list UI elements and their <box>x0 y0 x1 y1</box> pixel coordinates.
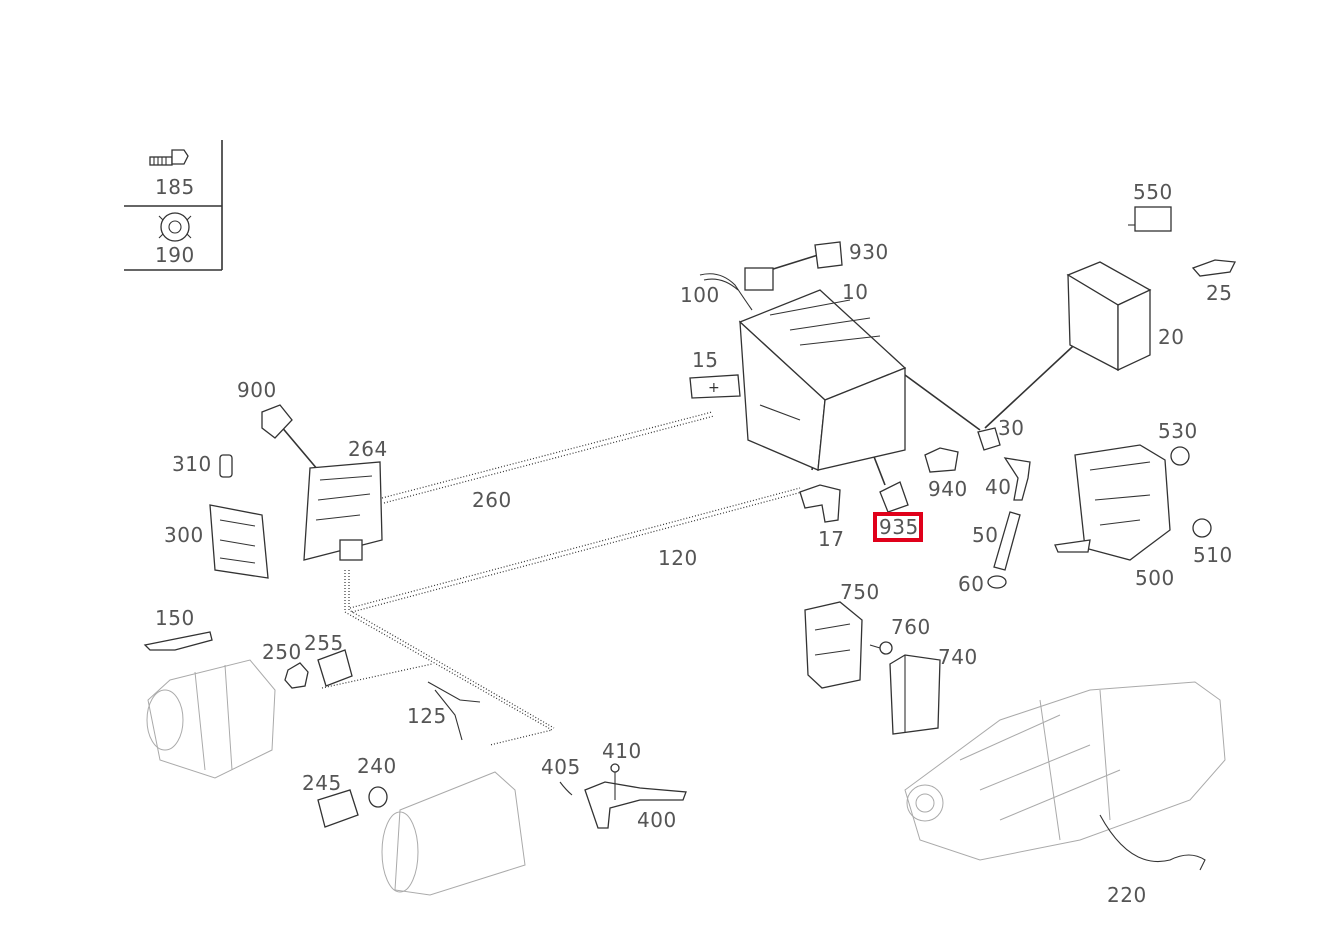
cover-17 <box>799 484 841 523</box>
part-label-15[interactable]: 15 <box>692 348 719 372</box>
nut-530 <box>1170 446 1190 466</box>
part-label-405[interactable]: 405 <box>541 755 581 779</box>
battery-drawing <box>738 289 907 471</box>
part-label-510[interactable]: 510 <box>1193 543 1233 567</box>
part-label-250[interactable]: 250 <box>262 640 302 664</box>
part-label-740[interactable]: 740 <box>938 645 978 669</box>
clip-25 <box>1191 259 1237 277</box>
hose-50 <box>993 511 1021 571</box>
part-label-240[interactable]: 240 <box>357 754 397 778</box>
part-label-300[interactable]: 300 <box>164 523 204 547</box>
part-label-550[interactable]: 550 <box>1133 180 1173 204</box>
svg-text:+: + <box>708 380 720 396</box>
part-label-310[interactable]: 310 <box>172 452 212 476</box>
plug-900 <box>261 404 293 439</box>
part-label-410[interactable]: 410 <box>602 739 642 763</box>
part-label-10[interactable]: 10 <box>842 280 869 304</box>
part-label-940[interactable]: 940 <box>928 477 968 501</box>
part-label-17[interactable]: 17 <box>818 527 845 551</box>
label-15: + <box>689 374 741 399</box>
bracket-940 <box>924 447 959 473</box>
grommet-60 <box>987 575 1007 589</box>
nut-icon <box>158 212 192 242</box>
sleeve-935 <box>879 481 909 513</box>
legend-label-190[interactable]: 190 <box>155 243 195 267</box>
cable-125 <box>427 681 481 741</box>
bracket-750 <box>804 601 863 689</box>
part-label-760[interactable]: 760 <box>891 615 931 639</box>
part-label-530[interactable]: 530 <box>1158 419 1198 443</box>
part-label-400[interactable]: 400 <box>637 808 677 832</box>
part-label-264[interactable]: 264 <box>348 437 388 461</box>
legend-box <box>124 140 223 271</box>
bolt-410 <box>610 763 620 800</box>
part-label-930[interactable]: 930 <box>849 240 889 264</box>
part-label-125[interactable]: 125 <box>407 704 447 728</box>
part-label-25[interactable]: 25 <box>1206 281 1233 305</box>
part-label-30[interactable]: 30 <box>998 416 1025 440</box>
fuse-box-20 <box>1066 261 1152 372</box>
plug-930 <box>814 241 843 269</box>
part-label-750[interactable]: 750 <box>840 580 880 604</box>
hose-40 <box>1003 457 1031 501</box>
part-label-255[interactable]: 255 <box>304 631 344 655</box>
bracket-150 <box>143 631 213 651</box>
nut-250 <box>284 662 309 689</box>
part-label-900[interactable]: 900 <box>237 378 277 402</box>
part-label-40[interactable]: 40 <box>985 475 1012 499</box>
part-label-260[interactable]: 260 <box>472 488 512 512</box>
part-label-120[interactable]: 120 <box>658 546 698 570</box>
bolt-760 <box>869 641 893 655</box>
cap-255 <box>317 649 353 687</box>
screw-icon <box>149 149 189 166</box>
battery-cable-100 <box>699 267 774 311</box>
alternator <box>146 659 276 779</box>
control-unit-264 <box>303 461 383 561</box>
part-label-935[interactable]: 935 <box>879 515 919 539</box>
part-label-50[interactable]: 50 <box>972 523 999 547</box>
selected-part-highlight <box>873 512 923 542</box>
starter-motor <box>381 771 526 896</box>
transmission-220 <box>904 681 1226 871</box>
cap-30 <box>977 427 1001 451</box>
part-label-245[interactable]: 245 <box>302 771 342 795</box>
part-label-500[interactable]: 500 <box>1135 566 1175 590</box>
relay-550 <box>1128 206 1172 232</box>
part-label-20[interactable]: 20 <box>1158 325 1185 349</box>
part-label-220[interactable]: 220 <box>1107 883 1147 907</box>
harness-lines <box>321 411 803 746</box>
module-740 <box>889 654 941 735</box>
part-label-100[interactable]: 100 <box>680 283 720 307</box>
cap-245 <box>317 789 359 828</box>
legend-label-185[interactable]: 185 <box>155 175 195 199</box>
nut-510 <box>1192 518 1212 538</box>
bracket-500 <box>1054 444 1171 561</box>
bracket-300 <box>209 504 269 579</box>
part-label-150[interactable]: 150 <box>155 606 195 630</box>
clip-405 <box>559 781 573 796</box>
part-label-60[interactable]: 60 <box>958 572 985 596</box>
nut-240 <box>368 786 388 808</box>
grommet-310 <box>219 454 233 478</box>
bracket-400 <box>584 781 687 829</box>
